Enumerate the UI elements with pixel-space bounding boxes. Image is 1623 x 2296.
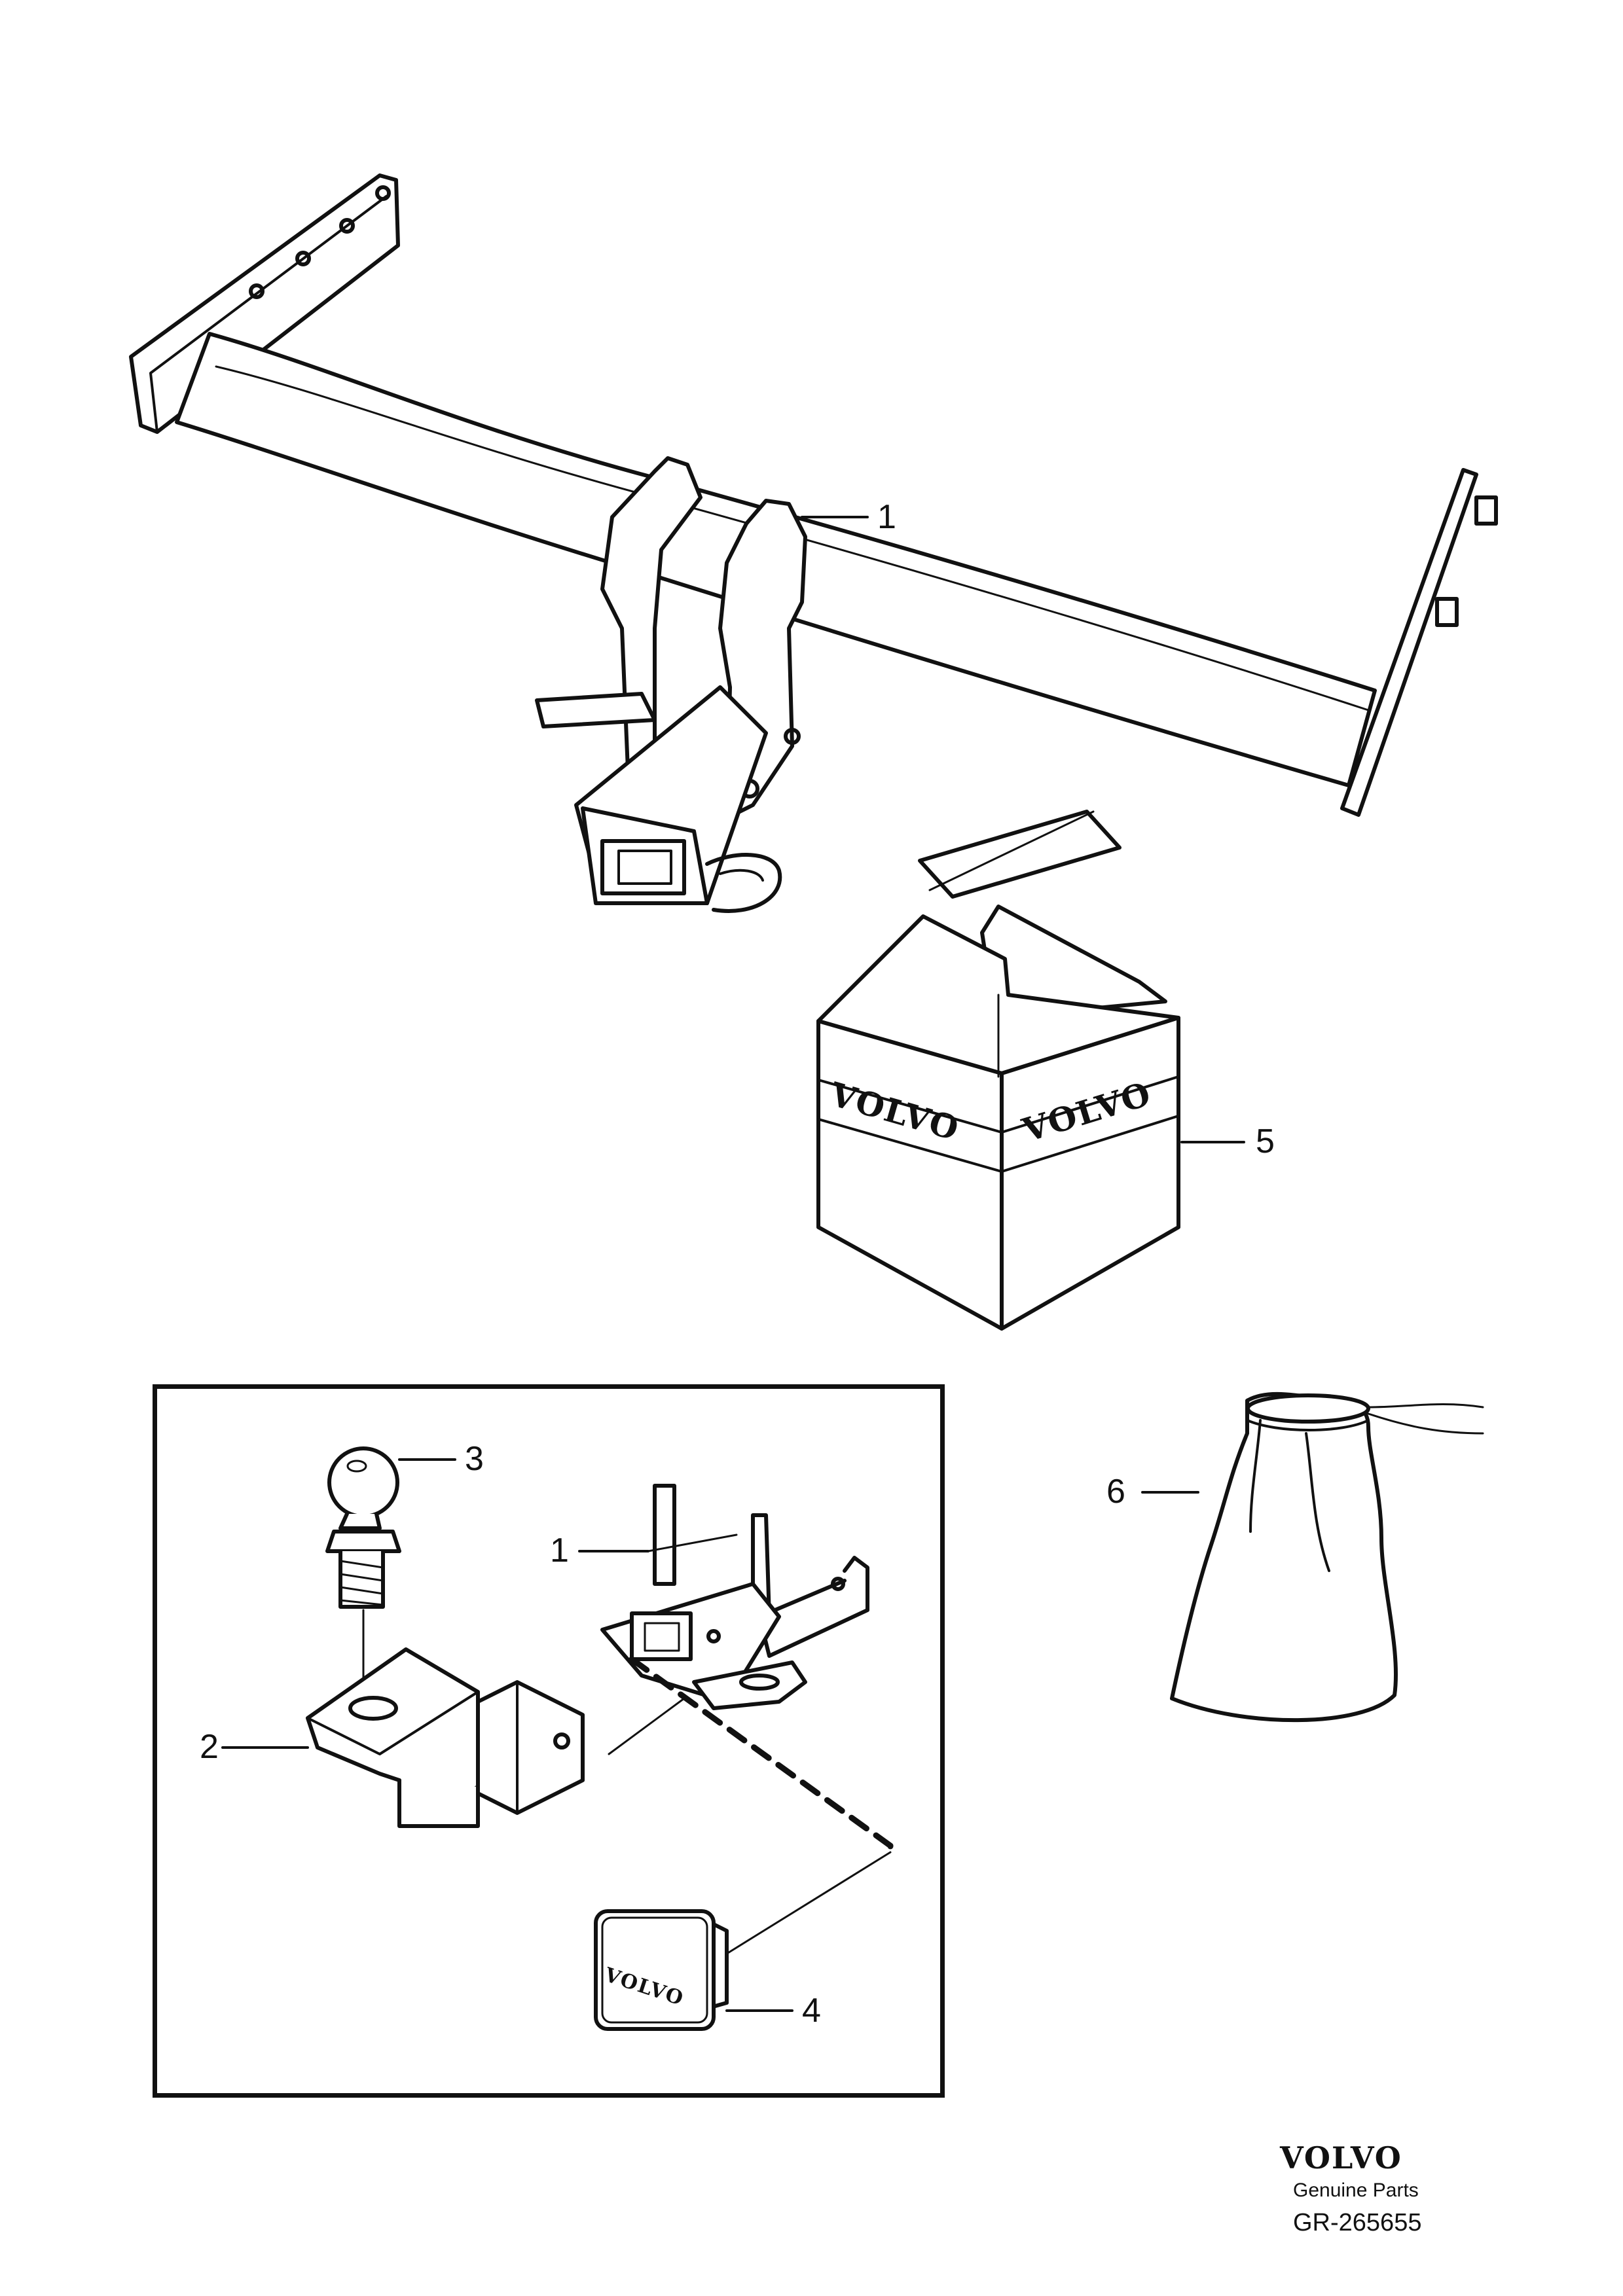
callout-1-top: 1: [877, 498, 896, 536]
callout-6: 6: [1106, 1473, 1125, 1511]
callout-3: 3: [465, 1440, 484, 1478]
footer-code: GR-265655: [1293, 2209, 1422, 2236]
footer-brand: VOLVO: [1280, 2140, 1402, 2176]
accessory-box: [816, 810, 1180, 1331]
callout-1-inset: 1: [550, 1532, 569, 1570]
callout-2: 2: [200, 1728, 219, 1766]
hitch-cover-cap: [594, 1909, 729, 2031]
ball-mount: [306, 1647, 585, 1828]
tow-ball: [325, 1446, 401, 1703]
footer-tagline: Genuine Parts: [1293, 2179, 1419, 2201]
detail-inset-frame: [153, 1384, 945, 2098]
cover-bag: [1170, 1391, 1484, 1723]
tow-bar-assembly: [129, 173, 1498, 913]
callout-4: 4: [802, 1992, 821, 2030]
callout-5: 5: [1256, 1122, 1275, 1160]
